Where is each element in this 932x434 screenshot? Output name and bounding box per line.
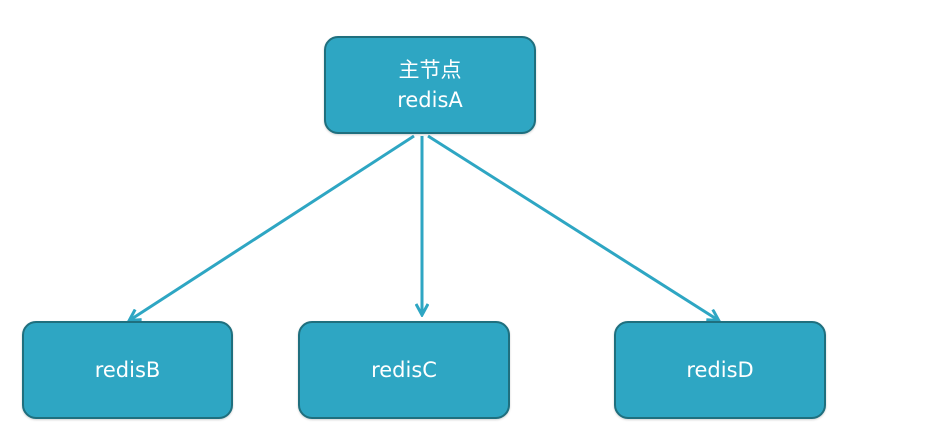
replica-node-redisD: redisD: [614, 321, 826, 419]
master-node-name: redisA: [397, 88, 463, 112]
master-node-redisA: 主节点 redisA: [324, 36, 536, 134]
replica-node-redisB: redisB: [22, 321, 233, 419]
edge-a-to-b: [130, 134, 415, 320]
edge-a-to-d: [427, 134, 718, 320]
replica-node-name: redisB: [94, 358, 161, 382]
replica-node-name: redisC: [371, 358, 437, 382]
replica-node-name: redisD: [686, 358, 754, 382]
replica-node-redisC: redisC: [298, 321, 510, 419]
master-role-label: 主节点: [398, 58, 462, 82]
